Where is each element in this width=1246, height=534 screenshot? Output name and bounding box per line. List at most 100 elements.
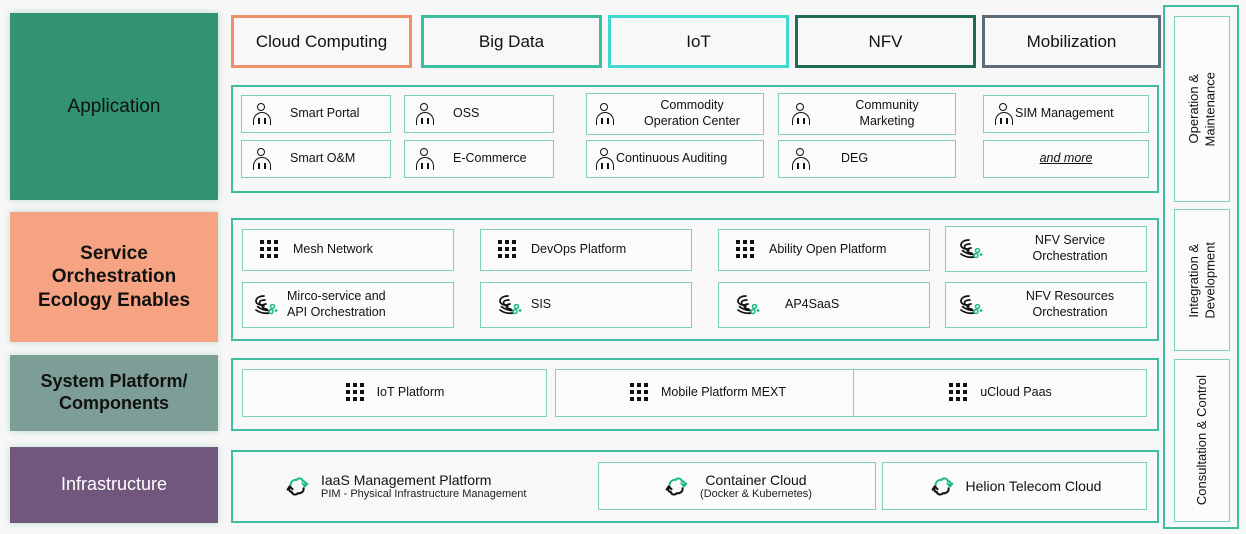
layer-label-service: Service Orchestration Ecology Enables	[10, 212, 218, 342]
svc-card-ap4saas-label: AP4SaaS	[785, 297, 840, 312]
person-icon	[595, 103, 615, 125]
app-card-oss-label: OSS	[453, 106, 480, 121]
svc-card-micro-service-api-orchestration[interactable]: Mirco-service and API Orchestration	[242, 282, 454, 328]
person-icon	[252, 103, 272, 125]
layer-label-infrastructure-text: Infrastructure	[60, 474, 168, 495]
inf-card-iaas-management-platform-subtitle: PIM - Physical Infrastructure Management	[321, 488, 527, 500]
svc-card-nfv-service-orchestration[interactable]: NFV Service Orchestration	[945, 226, 1147, 272]
layer-label-application-text: Application	[67, 95, 161, 117]
svc-card-sis-label: SIS	[531, 297, 552, 312]
system-panel: IoT Platform Mobile Platform MEXT uCloud…	[231, 358, 1159, 431]
inf-card-container-cloud-title: Container Cloud	[705, 472, 807, 488]
sidebar-item-operation-maintenance-label: Operation & Maintenance	[1185, 71, 1217, 147]
app-card-and-more[interactable]: and more	[983, 140, 1149, 178]
app-card-commodity-operation-center-label: Commodity Operation Center	[644, 98, 740, 128]
app-card-smart-portal-label: Smart Portal	[290, 106, 360, 121]
app-card-deg[interactable]: DEG	[778, 140, 956, 178]
svc-card-ability-open-platform[interactable]: Ability Open Platform	[718, 229, 930, 271]
sidebar-item-integration-development-label: Integration & Development	[1185, 241, 1217, 319]
inf-card-helion-telecom-cloud-title: Helion Telecom Cloud	[965, 478, 1102, 494]
sys-card-ucloud-paas-label: uCloud Paas	[980, 385, 1052, 400]
svc-card-micro-service-api-orchestration-label: Mirco-service and API Orchestration	[287, 289, 386, 319]
sys-card-ucloud-paas[interactable]: uCloud Paas	[853, 369, 1147, 417]
person-icon	[595, 148, 615, 170]
sidebar-item-integration-development[interactable]: Integration & Development	[1174, 209, 1230, 351]
app-card-continuous-auditing-label: Continuous Auditing	[616, 151, 728, 166]
person-icon	[252, 148, 272, 170]
infrastructure-panel: IaaS Management Platform PIM - Physical …	[231, 450, 1159, 523]
sys-card-mobile-platform-mext-label: Mobile Platform MEXT	[660, 385, 787, 400]
layer-label-infrastructure: Infrastructure	[10, 447, 218, 523]
inf-card-iaas-management-platform[interactable]: IaaS Management Platform PIM - Physical …	[269, 462, 599, 510]
tag-big-data-label: Big Data	[478, 31, 545, 51]
person-icon	[994, 103, 1014, 125]
svc-card-nfv-resources-orchestration[interactable]: NFV Resources Orchestration	[945, 282, 1147, 328]
inf-card-helion-telecom-cloud[interactable]: Helion Telecom Cloud	[882, 462, 1147, 510]
sys-card-iot-platform-label: IoT Platform	[376, 385, 445, 400]
svc-card-devops-platform[interactable]: DevOps Platform	[480, 229, 692, 271]
svc-card-nfv-resources-orchestration-label: NFV Resources Orchestration	[1025, 289, 1115, 319]
tag-cloud-computing[interactable]: Cloud Computing	[231, 15, 412, 68]
tag-iot-label: IoT	[686, 31, 711, 51]
svc-card-ap4saas[interactable]: AP4SaaS	[718, 282, 930, 328]
person-icon	[415, 103, 435, 125]
app-card-continuous-auditing[interactable]: Continuous Auditing	[586, 140, 764, 178]
orchestration-icon	[497, 293, 523, 317]
app-card-community-marketing-label: Community Marketing	[855, 98, 919, 128]
sidebar-item-consultation-control[interactable]: Consultation & Control	[1174, 359, 1230, 522]
app-card-sim-management[interactable]: SIM Management	[983, 95, 1149, 133]
cloud-icon	[283, 474, 311, 498]
orchestration-icon	[735, 293, 761, 317]
tag-big-data[interactable]: Big Data	[421, 15, 602, 68]
sys-card-mobile-platform-mext[interactable]: Mobile Platform MEXT	[555, 369, 860, 417]
layer-label-system-text: System Platform/ Components	[40, 371, 188, 413]
orchestration-icon	[958, 237, 984, 261]
orchestration-icon	[958, 293, 984, 317]
person-icon	[791, 103, 811, 125]
app-card-oss[interactable]: OSS	[404, 95, 554, 133]
grid-icon	[345, 383, 365, 403]
tag-mobilization-label: Mobilization	[1026, 31, 1117, 51]
app-card-smart-om-label: Smart O&M	[290, 151, 356, 166]
app-card-sim-management-label: SIM Management	[1015, 106, 1114, 121]
grid-icon	[497, 240, 517, 260]
grid-icon	[735, 240, 755, 260]
sidebar-item-consultation-control-label: Consultation & Control	[1193, 375, 1209, 506]
app-card-e-commerce-label: E-Commerce	[453, 151, 527, 166]
orchestration-icon	[253, 293, 279, 317]
person-icon	[415, 148, 435, 170]
svc-card-devops-platform-label: DevOps Platform	[531, 242, 627, 257]
sidebar-panel: Operation & Maintenance Integration & De…	[1163, 5, 1239, 529]
app-card-community-marketing[interactable]: Community Marketing	[778, 93, 956, 135]
person-icon	[791, 148, 811, 170]
app-card-e-commerce[interactable]: E-Commerce	[404, 140, 554, 178]
app-card-and-more-label: and more	[1039, 151, 1093, 166]
layer-label-service-text: Service Orchestration Ecology Enables	[37, 243, 191, 311]
svc-card-nfv-service-orchestration-label: NFV Service Orchestration	[1032, 233, 1108, 263]
tag-nfv[interactable]: NFV	[795, 15, 976, 68]
app-card-commodity-operation-center[interactable]: Commodity Operation Center	[586, 93, 764, 135]
grid-icon	[948, 383, 968, 403]
inf-card-container-cloud-subtitle: (Docker & Kubernetes)	[700, 488, 812, 500]
tag-iot[interactable]: IoT	[608, 15, 789, 68]
inf-card-container-cloud[interactable]: Container Cloud (Docker & Kubernetes)	[598, 462, 876, 510]
svc-card-sis[interactable]: SIS	[480, 282, 692, 328]
cloud-icon	[928, 474, 956, 498]
tag-mobilization[interactable]: Mobilization	[982, 15, 1161, 68]
cloud-icon	[662, 474, 690, 498]
tag-nfv-label: NFV	[868, 31, 903, 51]
sys-card-iot-platform[interactable]: IoT Platform	[242, 369, 547, 417]
svc-card-mesh-network-label: Mesh Network	[293, 242, 373, 257]
layer-label-application: Application	[10, 13, 218, 200]
svc-card-mesh-network[interactable]: Mesh Network	[242, 229, 454, 271]
tag-cloud-computing-label: Cloud Computing	[255, 31, 388, 51]
service-panel: Mesh Network DevOps Platform Ability Ope…	[231, 218, 1159, 341]
grid-icon	[629, 383, 649, 403]
app-card-deg-label: DEG	[841, 151, 869, 166]
application-panel: Smart Portal OSS Commodity Operation Cen…	[231, 85, 1159, 193]
layer-label-system: System Platform/ Components	[10, 355, 218, 431]
app-card-smart-portal[interactable]: Smart Portal	[241, 95, 391, 133]
app-card-smart-om[interactable]: Smart O&M	[241, 140, 391, 178]
sidebar-item-operation-maintenance[interactable]: Operation & Maintenance	[1174, 16, 1230, 202]
